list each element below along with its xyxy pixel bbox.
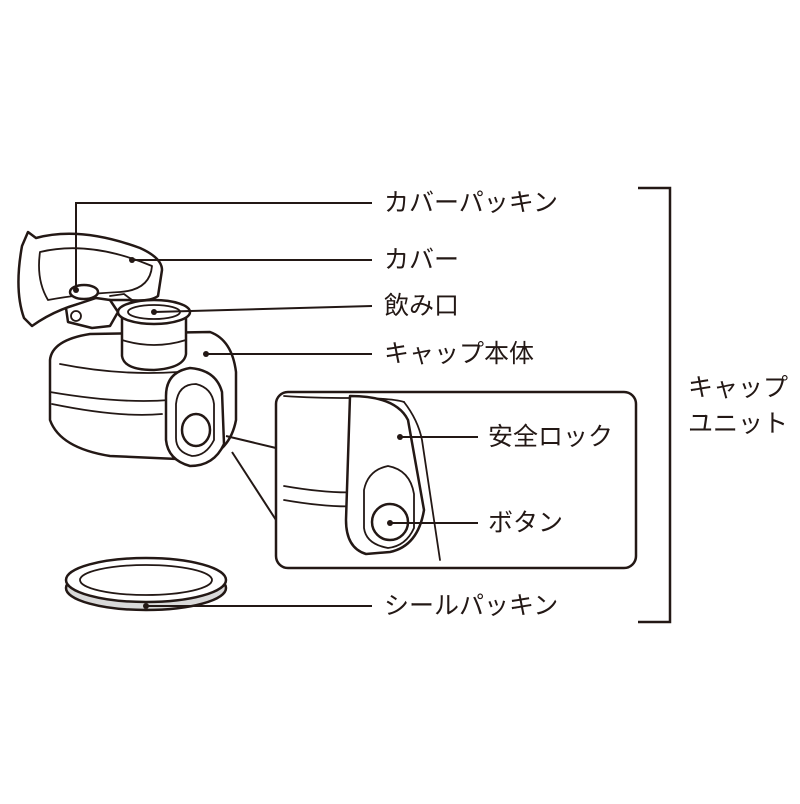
- label-seal-packing: シールパッキン: [384, 591, 559, 620]
- seal-packing-part: [64, 556, 228, 612]
- group-label-line2: ユニット: [688, 409, 789, 438]
- label-mouthpiece: 飲み口: [384, 291, 460, 320]
- group-label-line1: キャップ: [688, 373, 789, 402]
- group-bracket: [638, 186, 672, 624]
- label-button: ボタン: [488, 508, 564, 537]
- label-cap-body: キャップ本体: [384, 339, 535, 368]
- label-safety-lock: 安全ロック: [488, 422, 614, 451]
- zoom-inset: [225, 390, 638, 570]
- label-cover-packing: カバーパッキン: [384, 188, 559, 217]
- leader-lines: [73, 202, 478, 609]
- cap-body-part: [48, 298, 238, 468]
- label-cover: カバー: [384, 245, 460, 274]
